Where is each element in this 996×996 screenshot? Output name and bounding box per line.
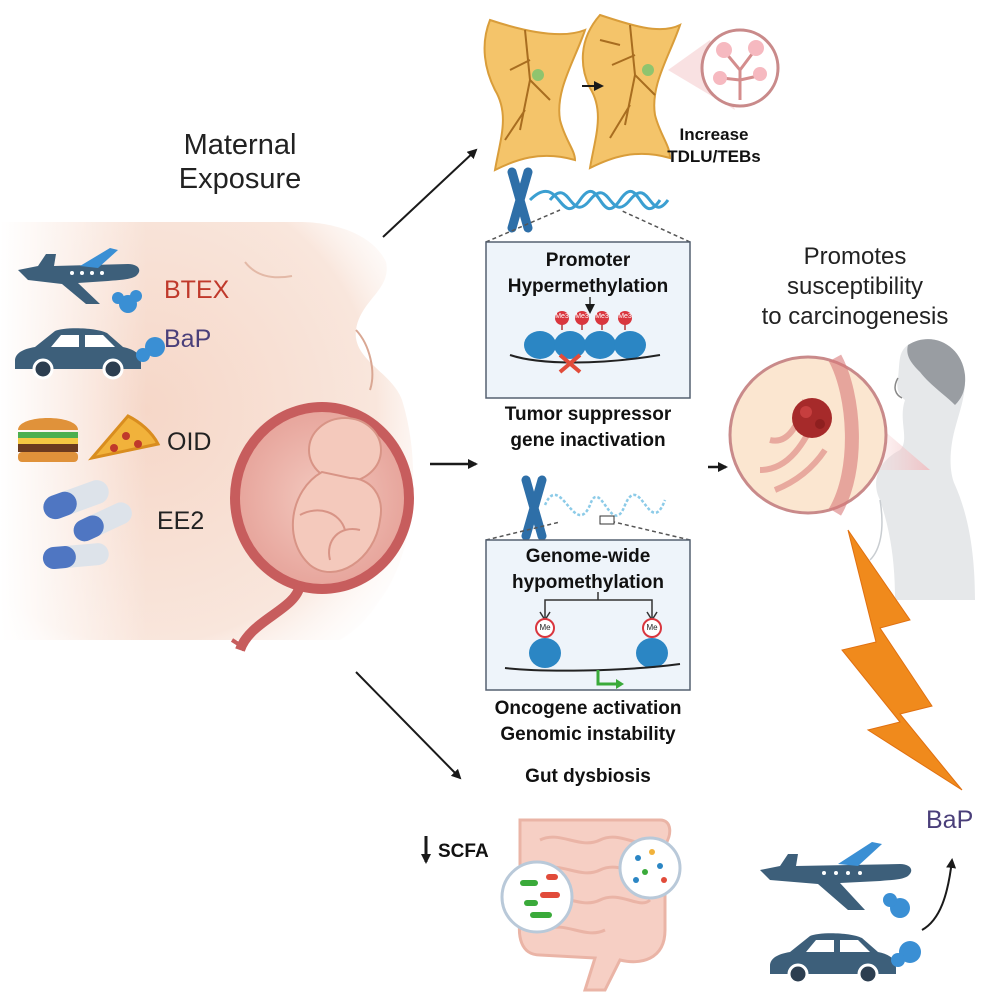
- exposure-label-btex: BTEX: [164, 276, 230, 304]
- me3-label-3: Me3: [595, 313, 609, 320]
- mammary-line2: TDLU/TEBs: [667, 147, 761, 166]
- tumor-suppressor-line2: gene inactivation: [510, 430, 666, 451]
- outcome-line3: to carcinogenesis: [761, 303, 949, 330]
- arrow-to-gut: [355, 671, 462, 780]
- chromosome-dna-upper: [485, 167, 691, 243]
- car-icon-bap: [15, 328, 165, 380]
- arrow-to-bap: [921, 858, 957, 931]
- maternal-exposure-title: Maternal Exposure: [150, 128, 330, 196]
- oncogene-line1: Oncogene activation: [494, 698, 682, 719]
- arrow-to-mammary: [382, 148, 478, 238]
- maternal-exposure-line1: Maternal: [183, 129, 297, 161]
- outcome-line2: susceptibility: [786, 273, 924, 300]
- me3-label-4: Me3: [618, 313, 632, 320]
- exposure-label-ee2: EE2: [157, 507, 205, 535]
- burger-pizza-icon-oid: [18, 414, 161, 462]
- gut-dysbiosis-label: Gut dysbiosis: [525, 766, 651, 787]
- me-marks: [535, 618, 662, 638]
- exposure-label-bap: BaP: [164, 325, 212, 353]
- mammary-increase-label: Increase TDLU/TEBs: [654, 124, 774, 168]
- genome-line2: hypomethylation: [511, 572, 664, 593]
- promoter-line1: Promoter: [545, 250, 631, 271]
- promoter-box-title: Promoter Hypermethylation: [486, 248, 690, 300]
- promoter-line2: Hypermethylation: [507, 276, 669, 297]
- me-label-1: Me: [539, 623, 551, 632]
- genome-line1: Genome-wide: [525, 546, 651, 567]
- me3-marks: [555, 311, 632, 330]
- adult-exposure-bap-label: BaP: [926, 806, 974, 834]
- tumor-suppressor-line1: Tumor suppressor: [504, 404, 672, 425]
- oncogene-label: Oncogene activation Genomic instability: [446, 696, 730, 748]
- gut-intestine-illustration: [500, 818, 682, 992]
- outcome-line1: Promotes: [803, 243, 907, 270]
- me3-label-1: Me3: [555, 313, 569, 320]
- mammary-gland-illustration: [483, 13, 780, 172]
- flow-arrows: [355, 81, 957, 931]
- chromosome-dna-lower: [485, 475, 691, 541]
- pill-icon-ee2: [42, 480, 132, 569]
- oncogene-line2: Genomic instability: [500, 724, 676, 745]
- me3-label-2: Me3: [575, 313, 589, 320]
- lightning-bolt: [841, 529, 963, 791]
- outcome-label: Promotes susceptibility to carcinogenesi…: [730, 242, 980, 332]
- scfa-label: SCFA: [438, 841, 489, 862]
- genome-hypomethylation-box: [485, 539, 691, 691]
- breast-tumor-illustration: [728, 354, 930, 516]
- exposure-label-oid: OID: [167, 428, 212, 456]
- maternal-exposure-line2: Exposure: [178, 163, 302, 195]
- genome-box-title: Genome-wide hypomethylation: [486, 544, 690, 596]
- airplane-icon-btex: [18, 248, 142, 313]
- me-label-2: Me: [646, 623, 658, 632]
- airplane-icon-bottom: [760, 842, 912, 918]
- mammary-line1: Increase: [679, 125, 749, 144]
- car-icon-bottom: [770, 933, 921, 985]
- tumor-suppressor-label: Tumor suppressor gene inactivation: [456, 402, 720, 454]
